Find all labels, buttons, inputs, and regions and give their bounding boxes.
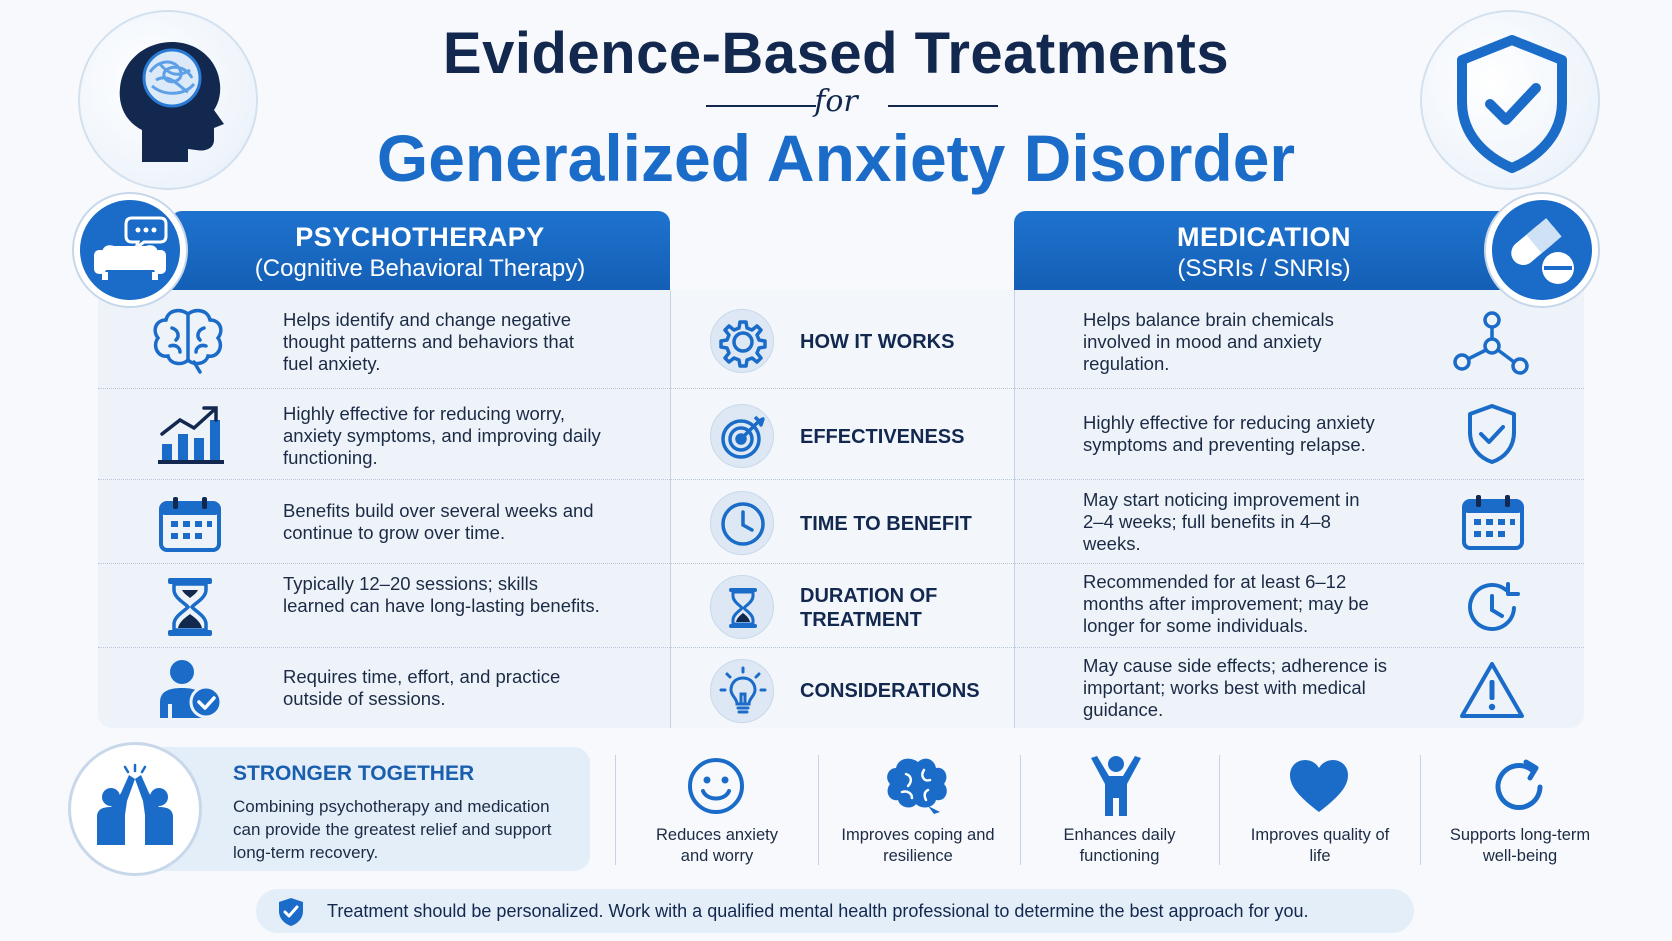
column-divider-right bbox=[1014, 290, 1015, 728]
couch-chat-icon bbox=[94, 216, 168, 280]
shield-check-icon bbox=[1457, 35, 1567, 173]
title-for: for bbox=[814, 84, 858, 119]
shield-emblem bbox=[1420, 10, 1600, 190]
medication-title: MEDICATION bbox=[1177, 222, 1351, 252]
clock-refresh-icon bbox=[1462, 576, 1526, 640]
psychotherapy-how-text: Helps identify and change negative thoug… bbox=[283, 309, 575, 374]
psychotherapy-considerations-text: Requires time, effort, and practice outs… bbox=[283, 666, 561, 709]
benefit-divider bbox=[818, 755, 819, 865]
molecule-icon bbox=[1452, 310, 1530, 376]
footer-note bbox=[256, 889, 1414, 933]
refresh-icon bbox=[1488, 756, 1550, 818]
high-five-icon bbox=[97, 763, 173, 845]
criteria-considerations: CONSIDERATIONS bbox=[800, 680, 980, 702]
medication-emblem bbox=[1486, 194, 1598, 306]
medication-time-text: May start noticing improvement in 2–4 we… bbox=[1083, 489, 1360, 554]
row-separator bbox=[98, 563, 1584, 564]
stronger-together-box bbox=[150, 747, 590, 871]
hourglass-icon bbox=[166, 576, 214, 638]
criteria-time-to-benefit: TIME TO BENEFIT bbox=[800, 513, 972, 535]
head-brain-icon bbox=[119, 42, 224, 162]
together-text: Combining psychotherapy and medication c… bbox=[233, 797, 552, 862]
shield-check-icon bbox=[276, 896, 306, 928]
together-emblem bbox=[68, 742, 202, 876]
criteria-icon-circle bbox=[710, 491, 774, 555]
warning-icon bbox=[1458, 660, 1526, 720]
smile-icon bbox=[685, 755, 747, 817]
shield-check-icon bbox=[1464, 402, 1520, 466]
footer-text: Treatment should be personalized. Work w… bbox=[327, 901, 1309, 921]
lightbulb-icon bbox=[719, 666, 767, 714]
growth-chart-icon bbox=[158, 404, 224, 466]
psychotherapy-title: PSYCHOTHERAPY bbox=[295, 222, 545, 252]
clock-icon bbox=[721, 502, 765, 546]
person-raise-icon bbox=[1085, 754, 1147, 820]
benefit-long-term: Supports long-term well-being bbox=[1449, 826, 1591, 865]
psychotherapy-duration-text: Typically 12–20 sessions; skills learned… bbox=[283, 573, 600, 616]
psychotherapy-effectiveness-text: Highly effective for reducing worry, anx… bbox=[283, 403, 601, 468]
benefit-reduces-anxiety: Reduces anxiety and worry bbox=[656, 826, 778, 865]
page-title: Evidence-Based Treatments bbox=[442, 21, 1230, 86]
benefit-divider bbox=[615, 755, 616, 865]
benefit-quality-of-life: Improves quality of life bbox=[1250, 826, 1390, 865]
title-divider-left bbox=[706, 105, 816, 107]
benefit-divider bbox=[1020, 755, 1021, 865]
heart-icon bbox=[1288, 758, 1350, 816]
criteria-effectiveness: EFFECTIVENESS bbox=[800, 426, 965, 448]
criteria-icon-circle bbox=[710, 404, 774, 468]
psychotherapy-time-text: Benefits build over several weeks and co… bbox=[283, 500, 594, 543]
page-subtitle: Generalized Anxiety Disorder bbox=[376, 121, 1296, 195]
together-title: STRONGER TOGETHER bbox=[233, 762, 475, 785]
criteria-how-it-works: HOW IT WORKS bbox=[800, 331, 955, 353]
row-separator bbox=[98, 647, 1584, 648]
head-brain-emblem bbox=[78, 10, 258, 190]
criteria-duration-of-treatment: DURATION OF TREATMENT bbox=[800, 585, 938, 631]
row-separator bbox=[98, 479, 1584, 480]
target-icon bbox=[721, 415, 765, 459]
benefit-divider bbox=[1420, 755, 1421, 865]
title-divider-right bbox=[888, 105, 998, 107]
benefit-divider bbox=[1219, 755, 1220, 865]
psychotherapy-subtitle: (Cognitive Behavioral Therapy) bbox=[254, 255, 586, 282]
psychotherapy-header: PSYCHOTHERAPY (Cognitive Behavioral Ther… bbox=[170, 211, 670, 290]
gear-icon bbox=[719, 320, 767, 368]
brain-icon bbox=[150, 306, 226, 374]
person-check-icon bbox=[158, 658, 224, 720]
benefit-enhances-daily: Enhances daily functioning bbox=[1063, 826, 1176, 865]
calendar-icon bbox=[158, 495, 222, 553]
pills-icon bbox=[1511, 218, 1574, 284]
medication-effectiveness-text: Highly effective for reducing anxiety sy… bbox=[1083, 412, 1375, 455]
brain-icon bbox=[884, 756, 950, 816]
psychotherapy-emblem bbox=[74, 194, 186, 306]
medication-subtitle: (SSRIs / SNRIs) bbox=[1177, 255, 1351, 282]
row-separator bbox=[98, 388, 1584, 389]
criteria-icon-circle bbox=[710, 659, 774, 723]
medication-duration-text: Recommended for at least 6–12 months aft… bbox=[1083, 571, 1369, 636]
medication-how-text: Helps balance brain chemicals involved i… bbox=[1083, 309, 1334, 374]
medication-header: MEDICATION (SSRIs / SNRIs) bbox=[1014, 211, 1514, 290]
column-divider-left bbox=[670, 290, 671, 728]
criteria-icon-circle bbox=[710, 309, 774, 373]
benefit-improves-coping: Improves coping and resilience bbox=[841, 826, 995, 865]
criteria-icon-circle bbox=[710, 575, 774, 639]
hourglass-icon bbox=[729, 588, 757, 628]
calendar-icon bbox=[1461, 493, 1525, 551]
medication-considerations-text: May cause side effects; adherence is imp… bbox=[1083, 655, 1388, 720]
